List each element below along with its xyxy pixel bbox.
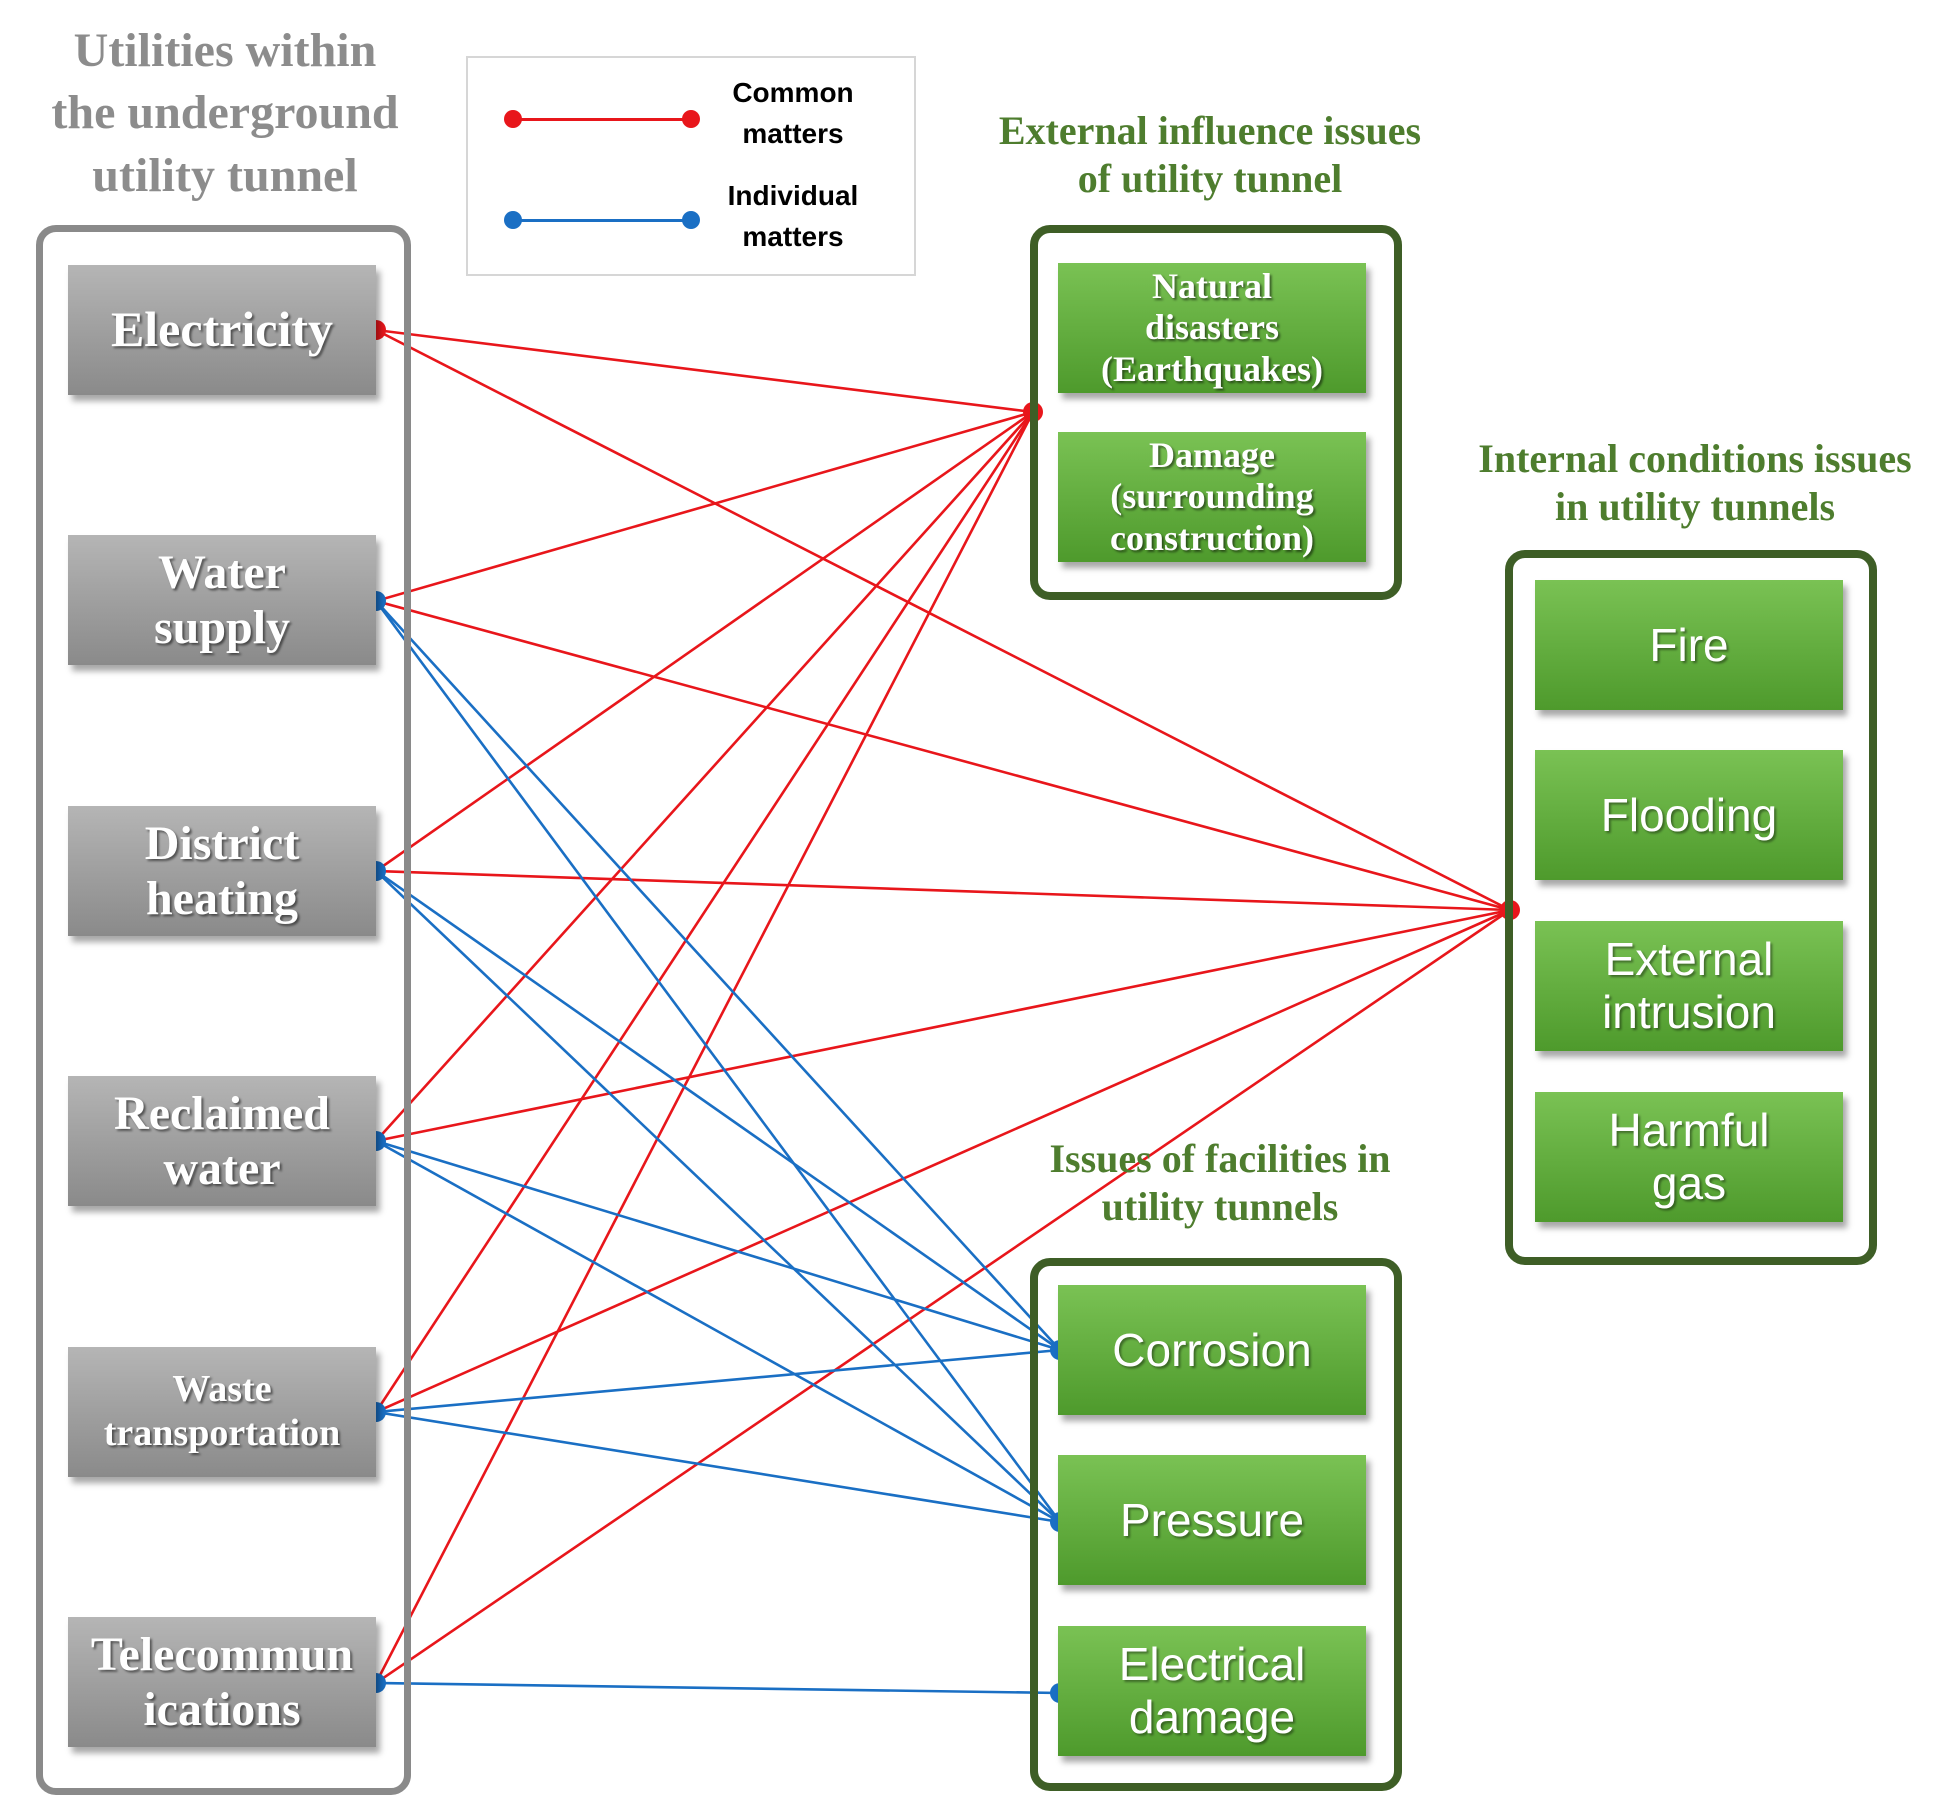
individual-link-waste-transportation-to-corrosion: [375, 1348, 1061, 1414]
common-link-waste-transportation-to-internal-conditions-issues: [375, 908, 1511, 1414]
common-link-water-supply-to-internal-conditions-issues: [375, 599, 1511, 912]
utility-district-heating: District heating: [68, 806, 376, 936]
external-issues-title: External influence issues of utility tun…: [998, 108, 1422, 201]
individual-link-water-supply-to-corrosion: [375, 600, 1061, 1351]
utility-electricity: Electricity: [68, 265, 376, 395]
issue-fire: Fire: [1535, 580, 1843, 710]
common-link-district-heating-to-external-influence-issues: [375, 410, 1034, 873]
common-link-electricity-to-internal-conditions-issues: [375, 328, 1511, 912]
legend-individual-dot-left: [504, 211, 522, 229]
legend-individual-line: [512, 219, 690, 222]
issue-construction-damage: Damage (surrounding construction): [1058, 432, 1366, 562]
individual-link-district-heating-to-pressure: [375, 870, 1061, 1523]
issue-pressure: Pressure: [1058, 1455, 1366, 1585]
utility-reclaimed-water: Reclaimed water: [68, 1076, 376, 1206]
utilities-title: Utilities within the underground utility…: [51, 24, 399, 202]
individual-link-district-heating-to-corrosion: [375, 869, 1061, 1352]
individual-link-reclaimed-water-to-corrosion: [375, 1139, 1061, 1352]
legend: Common matters Individual matters: [466, 56, 916, 276]
legend-individual-label: Individual matters: [727, 180, 859, 252]
issue-corrosion: Corrosion: [1058, 1285, 1366, 1415]
common-link-reclaimed-water-to-internal-conditions-issues: [375, 908, 1511, 1143]
legend-common-label: Common matters: [732, 77, 854, 149]
individual-link-telecommunications-to-electrical-damage: [375, 1681, 1061, 1695]
facility-issues-group: [1030, 1258, 1402, 1791]
individual-link-waste-transportation-to-pressure: [375, 1410, 1061, 1524]
common-link-telecommunications-to-internal-conditions-issues: [375, 908, 1511, 1685]
issue-external-intrusion: External intrusion: [1535, 921, 1843, 1051]
utility-water-supply: Water supply: [68, 535, 376, 665]
individual-link-water-supply-to-pressure: [374, 600, 1062, 1523]
issue-electrical-damage: Electrical damage: [1058, 1626, 1366, 1756]
common-link-electricity-to-external-influence-issues: [375, 328, 1034, 414]
legend-individual-dot-right: [682, 211, 700, 229]
utility-waste-transportation: Waste transportation: [68, 1347, 376, 1477]
common-link-waste-transportation-to-external-influence-issues: [374, 411, 1035, 1413]
common-link-water-supply-to-external-influence-issues: [375, 410, 1034, 603]
utility-telecommunications: Telecommun ications: [68, 1617, 376, 1747]
legend-common-dot-left: [504, 110, 522, 128]
legend-common-line: [512, 118, 690, 121]
common-link-district-heating-to-internal-conditions-issues: [375, 869, 1511, 912]
common-link-reclaimed-water-to-external-influence-issues: [375, 411, 1034, 1142]
issue-natural-disasters: Natural disasters (Earthquakes): [1058, 263, 1366, 393]
individual-link-reclaimed-water-to-pressure: [375, 1139, 1061, 1524]
legend-common-dot-right: [682, 110, 700, 128]
common-link-telecommunications-to-external-influence-issues: [374, 411, 1035, 1684]
issue-flooding: Flooding: [1535, 750, 1843, 880]
facility-issues-title: Issues of facilities in utility tunnels: [1049, 1136, 1391, 1229]
internal-issues-group: [1505, 550, 1877, 1265]
utilities-group: [36, 225, 411, 1795]
internal-issues-title: Internal conditions issues in utility tu…: [1478, 436, 1912, 529]
issue-harmful-gas: Harmful gas: [1535, 1092, 1843, 1222]
external-issues-group: [1030, 225, 1402, 600]
